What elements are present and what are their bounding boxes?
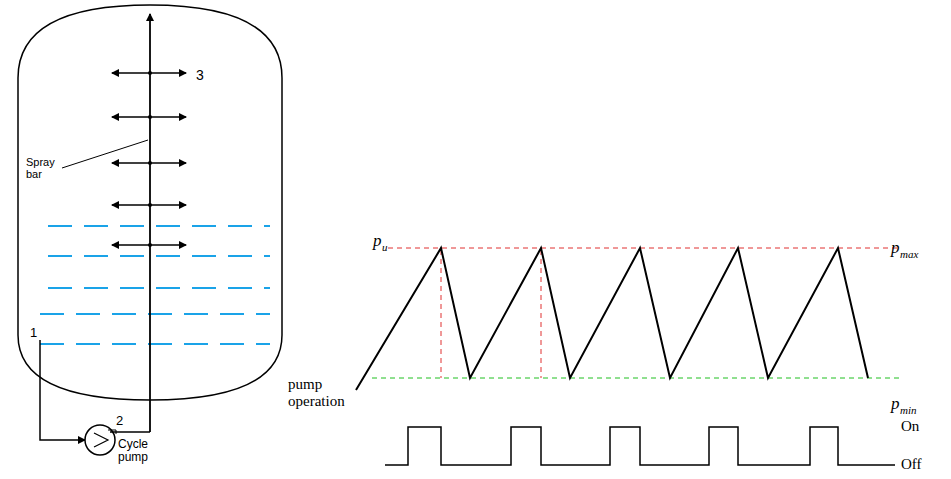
pressure-subscript: u [382,242,388,253]
callout-number: 2 [116,414,123,427]
pump-symbol [94,433,108,447]
pressure-symbol: p [891,395,900,412]
state-label: Off [901,457,922,472]
pressure-subscript: max [900,249,918,260]
pump-outlet [108,430,116,434]
part-label: Cycle pump [118,438,148,464]
suction-pipe [40,340,85,440]
nozzle-dots [148,71,152,247]
pmin-line [372,378,900,379]
callout-number: 3 [196,68,204,82]
spray-bar [149,14,151,432]
part-label: Spray bar [26,156,55,180]
pump-signal [385,427,895,465]
pmax-line [388,248,900,249]
spray-nozzles [112,73,186,245]
signal-label: pump operation [288,376,345,409]
callout-number: 1 [30,326,37,339]
pressure-curve [356,248,868,390]
pressure-symbol: p [891,239,900,256]
cycle-pump [85,425,115,455]
state-label: On [901,419,919,434]
pressure-symbol: p [373,232,382,249]
leader-line [62,140,148,168]
pressure-subscript: min [900,405,917,416]
liquid-lines [40,226,270,344]
